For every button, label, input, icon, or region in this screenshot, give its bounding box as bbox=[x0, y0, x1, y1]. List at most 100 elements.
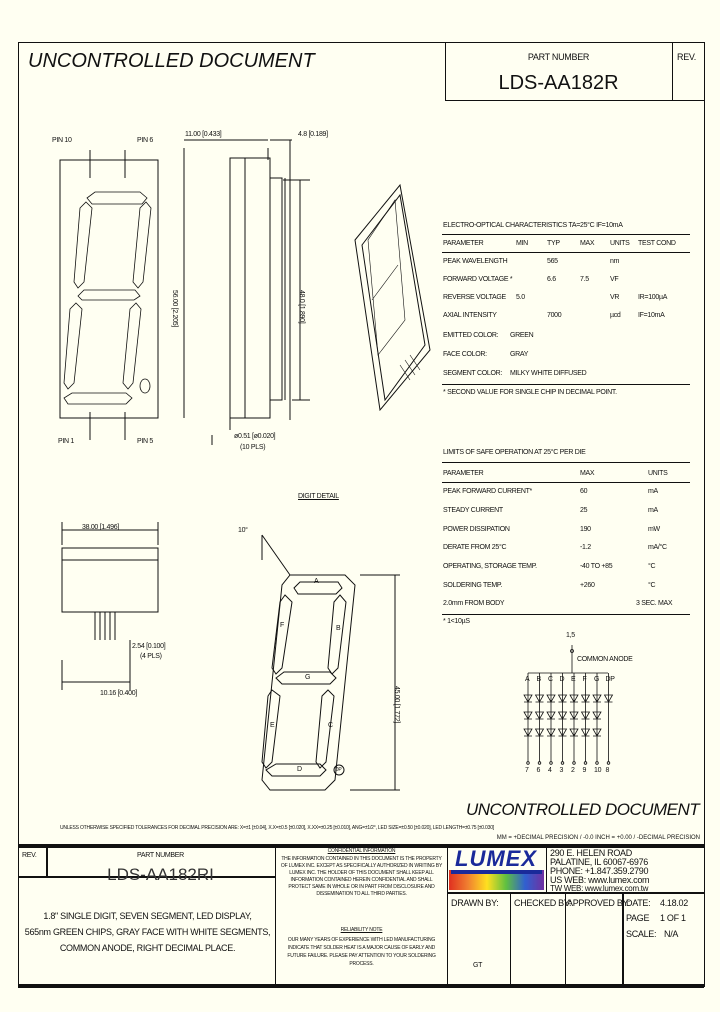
tolerance-note: UNLESS OTHERWISE SPECIFIED TOLERANCES FO… bbox=[60, 825, 494, 831]
table-cell: °C bbox=[648, 563, 656, 570]
table-cell: mA bbox=[648, 507, 658, 514]
diode-string bbox=[592, 673, 602, 762]
schematic-segment-label: B bbox=[536, 676, 542, 683]
pin-terminal bbox=[560, 761, 565, 765]
bottom-view bbox=[61, 522, 159, 613]
dim-face: 4.8 [0.189] bbox=[298, 131, 328, 138]
divider bbox=[672, 42, 673, 100]
segment-d-label: D bbox=[297, 766, 302, 773]
diode-string bbox=[557, 673, 568, 762]
segment-b-label: B bbox=[336, 625, 341, 632]
table-cell: 190 bbox=[580, 526, 591, 533]
schematic-pin-number: 2 bbox=[571, 767, 575, 774]
column-header: TYP bbox=[547, 240, 560, 247]
divider bbox=[447, 892, 704, 894]
table-cell: µcd bbox=[610, 312, 621, 319]
schematic-segment-label: F bbox=[582, 676, 587, 683]
divider bbox=[18, 844, 704, 848]
confidential-title: CONFIDENTIAL INFORMATION bbox=[327, 848, 396, 854]
date: 4.18.02 bbox=[660, 898, 688, 908]
table-cell: VR bbox=[610, 294, 620, 301]
divider bbox=[622, 893, 624, 984]
date-label: DATE: bbox=[626, 898, 651, 908]
table-cell: SOLDERING TEMP. bbox=[443, 582, 503, 589]
dim-pitch: 2.54 [0.100] bbox=[132, 643, 166, 650]
schematic-pin-number: 9 bbox=[582, 767, 587, 774]
part-number-footer: LDS-AA182RI bbox=[107, 865, 214, 884]
column-header: PARAMETER bbox=[443, 470, 484, 477]
part-number-label-footer: PART NUMBER bbox=[137, 852, 184, 859]
segment-e-label: E bbox=[270, 722, 275, 729]
table-footnote: * SECOND VALUE FOR SINGLE CHIP IN DECIMA… bbox=[443, 389, 617, 396]
divider bbox=[442, 462, 690, 463]
table-cell: PEAK FORWARD CURRENT* bbox=[443, 488, 532, 495]
diode-string bbox=[546, 673, 556, 762]
uncontrolled-watermark-footer: UNCONTROLLED DOCUMENT bbox=[466, 800, 700, 819]
table-cell: 7000 bbox=[547, 312, 562, 319]
page-label: PAGE bbox=[626, 913, 650, 923]
description-line: 565nm GREEN CHIPS, GRAY FACE WITH WHITE … bbox=[24, 927, 271, 937]
table-cell: -40 TO +85 bbox=[580, 563, 613, 570]
pin-terminal bbox=[549, 761, 553, 765]
segment-g-label: G bbox=[305, 674, 311, 681]
digit-detail-label: DIGIT DETAIL bbox=[298, 493, 339, 500]
table-cell: PEAK WAVELENGTH bbox=[443, 258, 508, 265]
address-line: 290 E. HELEN ROAD bbox=[550, 848, 632, 858]
divider bbox=[565, 893, 566, 984]
divider bbox=[18, 876, 275, 878]
side-view bbox=[229, 157, 283, 419]
scale: N/A bbox=[664, 929, 679, 939]
table-cell: MILKY WHITE DIFFUSED bbox=[510, 370, 587, 377]
tw-web: TW WEB: www.lumex.com.tw bbox=[550, 884, 649, 893]
diode-string bbox=[534, 673, 545, 762]
table-cell: OPERATING, STORAGE TEMP. bbox=[443, 563, 537, 570]
diode-string bbox=[580, 673, 591, 762]
diode-string bbox=[603, 673, 614, 762]
divider bbox=[275, 846, 276, 984]
address-line: PALATINE, IL 60067-6976 bbox=[550, 857, 648, 867]
divider bbox=[546, 846, 547, 892]
drawn-by-label: DRAWN BY: bbox=[451, 898, 499, 908]
logo-text: LUMEX bbox=[455, 848, 537, 871]
column-header: UNITS bbox=[648, 470, 668, 477]
lumex-logo: LUMEX bbox=[449, 848, 544, 890]
table-cell: GREEN bbox=[510, 332, 534, 339]
diode-string bbox=[523, 673, 533, 762]
rev-label: REV. bbox=[677, 52, 696, 62]
confidential-text: THE INFORMATION CONTAINED IN THIS DOCUME… bbox=[280, 856, 443, 897]
table-cell: nm bbox=[610, 258, 620, 265]
table-cell: DERATE FROM 25°C bbox=[443, 544, 507, 551]
schematic-pin-number: 7 bbox=[525, 767, 529, 774]
common-anode-label: COMMON ANODE bbox=[577, 656, 633, 663]
column-header: PARAMETER bbox=[443, 240, 484, 247]
dim-inner: 48.0 [1.890] bbox=[298, 290, 305, 324]
schematic-segment-label: D bbox=[559, 676, 565, 683]
table-cell: SEGMENT COLOR: bbox=[443, 370, 503, 377]
divider bbox=[442, 384, 690, 385]
divider bbox=[18, 984, 704, 988]
rev-label-footer: REV. bbox=[22, 852, 37, 859]
display-front-outline bbox=[59, 159, 159, 419]
table-cell: STEADY CURRENT bbox=[443, 507, 503, 514]
frame-left bbox=[18, 42, 19, 987]
table-cell: GRAY bbox=[510, 351, 529, 358]
divider bbox=[442, 234, 690, 235]
divider bbox=[510, 893, 511, 984]
table-cell: 25 bbox=[580, 507, 588, 514]
approved-by-label: APPROVED BY: bbox=[567, 898, 630, 908]
scale-label: SCALE: bbox=[626, 929, 657, 939]
uncontrolled-watermark: UNCONTROLLED DOCUMENT bbox=[28, 50, 315, 72]
schematic-pin-number: 4 bbox=[548, 767, 552, 774]
table-cell: REVERSE VOLTAGE bbox=[443, 294, 506, 301]
front-segments bbox=[63, 191, 152, 405]
table-cell: mA bbox=[648, 488, 658, 495]
divider bbox=[447, 846, 448, 984]
part-number-label: PART NUMBER bbox=[527, 52, 590, 62]
table-cell: FACE COLOR: bbox=[443, 351, 487, 358]
dim-height: 56.00 [2.205] bbox=[171, 290, 178, 327]
description-line: 1.8" SINGLE DIGIT, SEVEN SEGMENT, LED DI… bbox=[43, 911, 252, 921]
diode-string bbox=[569, 673, 579, 762]
pin-terminal bbox=[572, 761, 576, 765]
segment-c-label: C bbox=[328, 722, 333, 729]
